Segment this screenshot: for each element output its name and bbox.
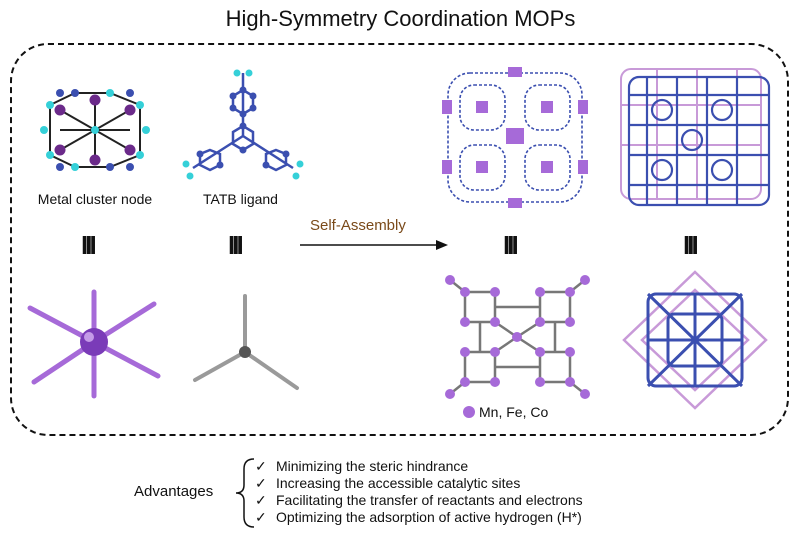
advantages-brace [235,458,255,528]
advantages-label: Advantages [134,483,214,500]
wireframe-structure [622,270,768,410]
self-assembly-label: Self-Assembly [310,217,406,234]
check-icon: ✓ [255,475,267,491]
metals-label: Mn, Fe, Co [479,404,549,420]
self-assembly-arrow [300,240,448,250]
six-connected-node [27,289,161,399]
framework-dense-structure [620,68,771,207]
advantage-item: Minimizing the steric hindrance [276,458,469,474]
advantage-item: Increasing the accessible catalytic site… [276,475,521,491]
equivalence-symbol: III [228,230,244,260]
metal-cluster-structure [40,89,150,171]
figure-title: High-Symmetry Coordination MOPs [225,6,576,31]
framework-blue-structure [442,67,588,208]
check-icon: ✓ [255,458,267,474]
equivalence-symbol: III [503,230,519,260]
tatb-ligand-structure [182,69,304,180]
metal-cluster-label: Metal cluster node [37,191,153,207]
check-icon: ✓ [255,509,267,525]
dashed-frame [10,43,789,436]
equivalence-symbol: III [81,230,97,260]
equivalence-symbol: III [683,230,699,260]
metal-atom-icon [463,406,475,418]
network-topology [445,275,590,399]
advantage-item: Facilitating the transfer of reactants a… [276,492,583,508]
tatb-ligand-label: TATB ligand [203,191,278,207]
check-icon: ✓ [255,492,267,508]
three-connected-node [193,294,299,390]
advantage-item: Optimizing the adsorption of active hydr… [276,509,582,525]
